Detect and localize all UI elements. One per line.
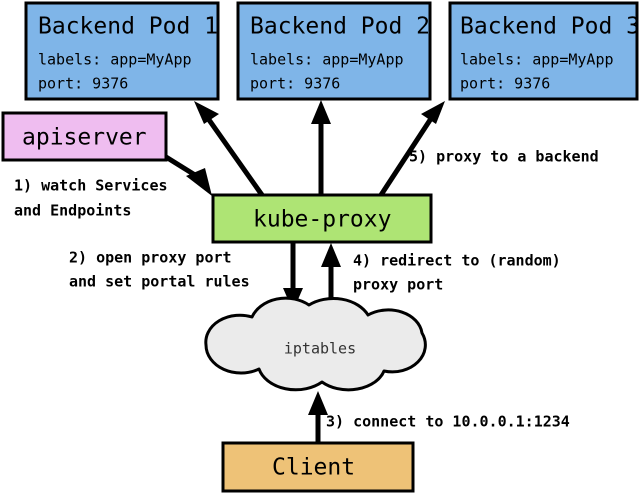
pod2-port: port: 9376	[250, 75, 340, 93]
step-label-3: 3) connect to 10.0.0.1:1234	[326, 413, 570, 431]
node-kube-proxy[interactable]: kube-proxy	[211, 193, 433, 244]
step-2-line-2: and set portal rules	[69, 273, 250, 291]
pod2-box	[236, 1, 432, 101]
pod2-labels: labels: app=MyApp	[250, 51, 404, 69]
apiserver-title: apiserver	[22, 125, 147, 151]
step-label-4: 4) redirect to (random) proxy port	[353, 252, 561, 294]
edge-apiserver-to-kubeproxy-arrowhead	[186, 168, 212, 196]
step-1-line-2: and Endpoints	[14, 202, 131, 220]
node-apiserver[interactable]: apiserver	[1, 111, 168, 162]
edge-apiserver-to-kubeproxy	[164, 154, 212, 196]
pod3-box	[448, 1, 639, 101]
node-backend-pod-1[interactable]: Backend Pod 1 labels: app=MyApp port: 93…	[24, 1, 220, 101]
edge-iptables-to-kubeproxy-arrowhead	[321, 243, 341, 267]
apiserver-box	[1, 111, 168, 162]
pod3-port: port: 9376	[460, 75, 550, 93]
step-label-1: 1) watch Services and Endpoints	[14, 177, 168, 220]
edge-kubeproxy-to-pod1-line	[204, 115, 265, 197]
step-5-line-1: 5) proxy to a backend	[409, 148, 599, 166]
node-backend-pod-2[interactable]: Backend Pod 2 labels: app=MyApp port: 93…	[236, 1, 432, 101]
edge-kubeproxy-to-pod1	[194, 101, 265, 197]
node-iptables[interactable]: iptables	[204, 296, 427, 392]
pod3-title: Backend Pod 3	[460, 14, 640, 40]
edge-client-to-iptables	[308, 391, 328, 443]
edge-kubeproxy-to-pod2	[311, 100, 331, 195]
edge-kubeproxy-to-pod3	[378, 101, 445, 197]
step-1-line-1: 1) watch Services	[14, 177, 168, 195]
pod1-box	[24, 1, 220, 101]
step-3-line-1: 3) connect to 10.0.0.1:1234	[326, 413, 570, 431]
step-2-line-1: 2) open proxy port	[69, 249, 232, 267]
step-label-2: 2) open proxy port and set portal rules	[69, 249, 250, 291]
client-title: Client	[272, 455, 355, 481]
step-4-line-2: proxy port	[353, 276, 443, 294]
kubeproxy-box	[211, 193, 433, 244]
edge-kubeproxy-to-pod2-arrowhead	[311, 100, 331, 124]
edge-kubeproxy-to-pod1-arrowhead	[194, 101, 219, 124]
edge-kubeproxy-to-pod3-arrowhead	[421, 101, 445, 124]
step-label-5: 5) proxy to a backend	[409, 148, 599, 166]
client-box	[221, 441, 415, 493]
pod1-port: port: 9376	[38, 75, 128, 93]
kubeproxy-title: kube-proxy	[253, 207, 391, 233]
edge-kubeproxy-to-pod3-line	[378, 115, 435, 197]
pod3-labels: labels: app=MyApp	[460, 51, 614, 69]
step-4-line-1: 4) redirect to (random)	[353, 252, 561, 270]
node-backend-pod-3[interactable]: Backend Pod 3 labels: app=MyApp port: 93…	[448, 1, 640, 101]
pod2-title: Backend Pod 2	[250, 14, 430, 40]
pod1-labels: labels: app=MyApp	[38, 51, 192, 69]
edge-client-to-iptables-arrowhead	[308, 391, 328, 415]
node-client[interactable]: Client	[221, 441, 415, 493]
iptables-label: iptables	[284, 340, 356, 358]
pod1-title: Backend Pod 1	[38, 14, 218, 40]
cloud-shape	[204, 296, 427, 392]
